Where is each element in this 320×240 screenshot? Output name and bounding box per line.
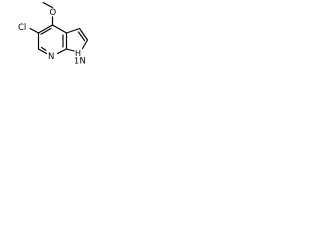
- pyridine-nitrogen-label: N: [48, 52, 54, 62]
- bond-c3a-c3: [65, 27, 81, 34]
- bond-c5-cl: [29, 27, 40, 34]
- pyrrole-hydrogen-digit-label: 1: [74, 57, 79, 66]
- methoxy-oxygen-label: O: [50, 8, 57, 18]
- bond-c4-c5-inner: [40, 27, 52, 35]
- chemical-structure: Cl O N H 1 N: [18, 1, 89, 67]
- pyrrole-nitrogen-label: N: [80, 57, 86, 67]
- chlorine-atom-label: Cl: [18, 23, 26, 33]
- bond-c3-c2-inner: [77, 31, 86, 42]
- bond-c6-n7-inner: [40, 46, 47, 51]
- bond-c6-n7: [37, 48, 48, 55]
- bond-c4-c5: [37, 24, 54, 34]
- bond-c3-c2: [78, 27, 89, 41]
- bond-n7-c7a: [56, 48, 68, 55]
- bond-methyl-o: [42, 1, 54, 9]
- bond-n1-c7a: [65, 48, 75, 52]
- bond-c2-n1: [81, 39, 89, 50]
- bond-c3a-c4: [51, 24, 68, 34]
- pyrrole-hydrogen-label: H: [75, 49, 81, 58]
